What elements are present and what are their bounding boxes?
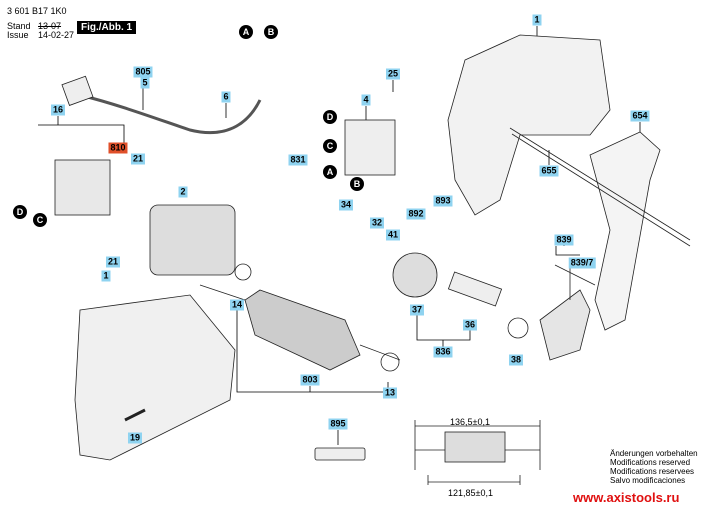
part-label: 36 [462,319,478,331]
connector-marker: A [323,165,337,179]
brush-holder [54,159,111,216]
part-label: 21 [130,153,146,165]
field-coil [149,204,236,276]
part-label: 2 [178,186,188,198]
armature [244,289,361,371]
part-label: 805 [133,66,153,78]
modification-note: Modifications reservees [610,467,695,476]
spindle [447,271,503,307]
modification-note: Modifications reserved [610,458,691,467]
plug [61,75,94,106]
auxiliary-handle [589,131,661,331]
screw [124,408,146,422]
housing-half [447,34,611,216]
part-label: 38 [508,354,524,366]
part-label: 32 [369,217,385,229]
part-label: 895 [328,418,348,430]
part-label: 803 [300,374,320,386]
part-label: 1 [101,270,111,282]
armature-dimension-drawing [414,420,541,485]
part-label: 34 [338,199,354,211]
part-label: 1 [532,14,542,26]
gear [392,252,438,298]
part-label: 654 [630,110,650,122]
switch [344,119,396,176]
part-label: 13 [382,387,398,399]
part-label: 655 [539,165,559,177]
old-date: 13-07 [38,21,62,31]
drill-body [74,294,236,461]
part-label: 16 [50,104,66,116]
dimension-overall: 136,5±0,1 [450,417,490,427]
watermark-url: www.axistools.ru [573,490,680,505]
bearing [234,263,252,281]
part-label: 14 [229,299,245,311]
connector-marker: D [323,110,337,124]
connector-marker: B [350,177,364,191]
part-label: 4 [361,94,371,106]
part-label: 839/7 [568,257,596,269]
part-label: 5 [140,77,150,89]
part-label: 6 [221,91,231,103]
power-cable [79,93,262,135]
part-label: 41 [385,229,401,241]
connector-marker: B [264,25,278,39]
grease-tube [314,447,366,461]
dimension-inner: 121,85±0,1 [448,488,493,498]
depth-rod [509,127,691,247]
part-number: 3 601 B17 1K0 [7,6,67,16]
part-label: 37 [409,304,425,316]
bearing-13 [380,352,400,372]
part-label-highlighted: 810 [108,142,128,154]
part-label: 21 [105,256,121,268]
stand-label: Stand [7,21,31,31]
chuck [539,289,591,361]
issue-date: 14-02-27 [38,30,75,40]
part-label: 25 [385,68,401,80]
part-label: 831 [288,154,308,166]
issue-label: Issue [7,30,29,40]
connector-marker: C [33,213,47,227]
modification-note: Änderungen vorbehalten [610,449,698,458]
part-label: 893 [433,195,453,207]
part-label: 19 [127,432,143,444]
part-label: 839 [554,234,574,246]
connector-marker: D [13,205,27,219]
part-label: 836 [433,346,453,358]
modification-note: Salvo modificaciones [610,476,686,485]
connector-marker: C [323,139,337,153]
connector-marker: A [239,25,253,39]
bearing-38 [507,317,529,339]
figure-label: Fig./Abb. 1 [77,21,137,34]
part-label: 892 [406,208,426,220]
